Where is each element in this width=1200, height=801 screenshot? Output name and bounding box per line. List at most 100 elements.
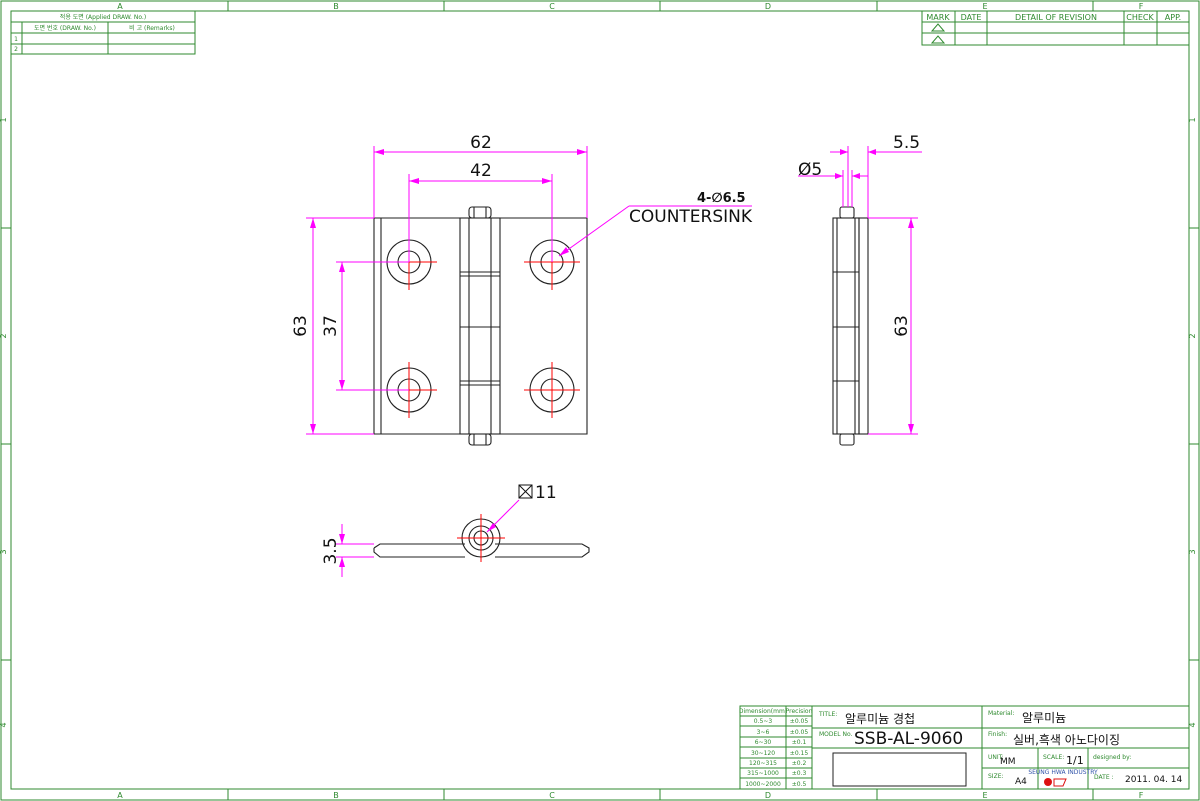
revision-header-check: CHECK bbox=[1126, 13, 1154, 22]
knuckle-barrel bbox=[459, 217, 501, 435]
top-leaf-left bbox=[373, 543, 465, 558]
side-pin-cap-bottom bbox=[839, 433, 855, 446]
col-label-bottom-c: C bbox=[549, 791, 555, 800]
row-label-left-1: 1 bbox=[0, 117, 8, 122]
revision-mark-triangle-icon bbox=[930, 23, 946, 32]
tolerance-row-prec: ±0.15 bbox=[790, 750, 809, 757]
col-label-top-c: C bbox=[549, 2, 555, 11]
title-value: 알루미늄 경첩 bbox=[845, 712, 915, 726]
dim-hole-spacing-y: 37 bbox=[321, 261, 409, 391]
dim-height-right: 63 bbox=[868, 217, 918, 435]
applied-drawing-table: 적용 도면 (Applied DRAW. No.) 도면 번호 (DRAW. N… bbox=[10, 10, 196, 55]
dim-height-right-label: 63 bbox=[892, 315, 912, 337]
tolerance-row-prec: ±0.3 bbox=[792, 770, 807, 777]
title-label: TITLE: bbox=[818, 711, 837, 718]
dim-overall-width-label: 62 bbox=[470, 133, 492, 153]
row-label-right-1: 1 bbox=[1188, 117, 1197, 122]
side-pin-cap-top bbox=[839, 206, 855, 219]
company-logo: SEUNG HWA INDUSTRY bbox=[1028, 769, 1098, 787]
size-label: SIZE: bbox=[988, 773, 1004, 780]
row-label-left-4: 4 bbox=[0, 722, 8, 727]
row-label-right-3: 3 bbox=[1188, 549, 1197, 554]
scale-label: SCALE: bbox=[1043, 754, 1064, 761]
top-leaf-right bbox=[495, 543, 590, 558]
applied-table-col-drawing-no: 도면 번호 (DRAW. No.) bbox=[34, 24, 96, 32]
col-label-top-f: F bbox=[1139, 2, 1144, 11]
countersink-hole-bottom-right bbox=[524, 362, 580, 418]
countersink-label: COUNTERSINK bbox=[629, 207, 753, 227]
tolerance-row-dim: 6~30 bbox=[755, 739, 772, 746]
company-logo-text: SEUNG HWA INDUSTRY bbox=[1028, 769, 1098, 776]
designed-by-label: designed by: bbox=[1093, 754, 1131, 761]
hinge-leaves-outline bbox=[373, 217, 588, 435]
tolerance-row-dim: 120~315 bbox=[749, 760, 777, 767]
dim-thickness: 3.5 bbox=[321, 524, 374, 577]
revision-header-app: APP. bbox=[1165, 13, 1181, 22]
col-label-bottom-b: B bbox=[333, 791, 339, 800]
title-block: TITLE: 알루미늄 경첩 MODEL No. SSB-AL-9060 Mat… bbox=[811, 705, 1190, 790]
col-label-top-e: E bbox=[982, 2, 987, 11]
row-label-left-2: 2 bbox=[0, 333, 8, 338]
border-row-labels: 1 2 3 4 1 2 3 4 bbox=[0, 117, 1197, 727]
col-label-top-a: A bbox=[117, 2, 123, 11]
tolerance-row-dim: 0.5~3 bbox=[754, 718, 773, 725]
date-value: 2011. 04. 14 bbox=[1125, 775, 1183, 785]
applied-table-col-remarks: 비 고 (Remarks) bbox=[129, 24, 175, 32]
tolerance-row-dim: 315~1000 bbox=[747, 770, 779, 777]
model-label: MODEL No. bbox=[819, 731, 853, 738]
material-label: Material: bbox=[988, 710, 1014, 717]
revision-header-mark: MARK bbox=[926, 13, 950, 22]
dim-pin-offset-label: 5.5 bbox=[893, 133, 920, 153]
finish-label: Finish: bbox=[988, 731, 1007, 738]
countersink-leader: 4-∅6.5 COUNTERSINK bbox=[558, 191, 753, 257]
dim-pin-diameter-label: Ø5 bbox=[798, 160, 822, 180]
row-label-right-4: 4 bbox=[1188, 722, 1197, 727]
dim-overall-width: 62 bbox=[373, 133, 588, 218]
col-label-bottom-f: F bbox=[1139, 791, 1144, 800]
col-label-top-b: B bbox=[333, 2, 339, 11]
scale-value: 1/1 bbox=[1066, 754, 1084, 767]
applied-table-row-1: 1 bbox=[14, 36, 18, 43]
dim-thickness-label: 3.5 bbox=[321, 537, 341, 564]
row-label-left-3: 3 bbox=[0, 549, 8, 554]
applied-table-header: 적용 도면 (Applied DRAW. No.) bbox=[60, 13, 146, 21]
tolerance-row-dim: 1000~2000 bbox=[745, 781, 781, 788]
dim-pin-diameter: Ø5 bbox=[798, 160, 868, 207]
size-value: A4 bbox=[1015, 777, 1027, 787]
dim-hole-spacing-x-label: 42 bbox=[470, 161, 492, 181]
front-view: 62 42 4-∅6.5 COUNTERSINK 63 bbox=[291, 133, 753, 446]
model-value: SSB-AL-9060 bbox=[854, 729, 963, 749]
dim-pin-offset: 5.5 bbox=[830, 133, 922, 218]
pin-cap-bottom bbox=[468, 433, 492, 446]
knuckle-size-leader: 11 bbox=[486, 483, 557, 533]
tolerance-row-prec: ±0.1 bbox=[792, 739, 807, 746]
side-leaf bbox=[858, 217, 869, 435]
tolerance-row-prec: ±0.05 bbox=[790, 718, 809, 725]
revision-header-date: DATE bbox=[961, 13, 982, 22]
col-label-top-d: D bbox=[765, 2, 771, 11]
finish-value: 실버,흑색 아노다이징 bbox=[1013, 733, 1120, 747]
col-label-bottom-e: E bbox=[982, 791, 987, 800]
material-value: 알루미늄 bbox=[1022, 711, 1066, 725]
dim-hole-spacing-x: 42 bbox=[408, 161, 553, 262]
row-label-right-2: 2 bbox=[1188, 333, 1197, 338]
pin-cap-top bbox=[468, 206, 492, 219]
col-label-bottom-d: D bbox=[765, 791, 771, 800]
revision-header-detail: DETAIL OF REVISION bbox=[1015, 13, 1097, 22]
revision-table: MARK DATE DETAIL OF REVISION CHECK APP. bbox=[921, 10, 1190, 46]
tolerance-header-precision: Precision bbox=[786, 708, 813, 715]
unit-value: MM bbox=[1000, 757, 1016, 767]
tolerance-row-dim: 30~120 bbox=[751, 750, 775, 757]
applied-table-row-2: 2 bbox=[14, 46, 18, 53]
top-view: 11 3.5 bbox=[321, 483, 590, 577]
dim-height-left-label: 63 bbox=[291, 315, 311, 337]
tolerance-row-prec: ±0.5 bbox=[792, 781, 807, 788]
unit-label: UNIT: bbox=[988, 754, 1004, 761]
side-view: Ø5 5.5 63 bbox=[798, 133, 922, 446]
revision-mark-triangle-icon bbox=[930, 35, 946, 44]
tolerance-table: Dimension(mm) Precision 0.5~3 ±0.05 3~6 … bbox=[739, 705, 813, 790]
square-symbol-icon bbox=[518, 484, 533, 499]
tolerance-header-dimension: Dimension(mm) bbox=[739, 708, 787, 715]
